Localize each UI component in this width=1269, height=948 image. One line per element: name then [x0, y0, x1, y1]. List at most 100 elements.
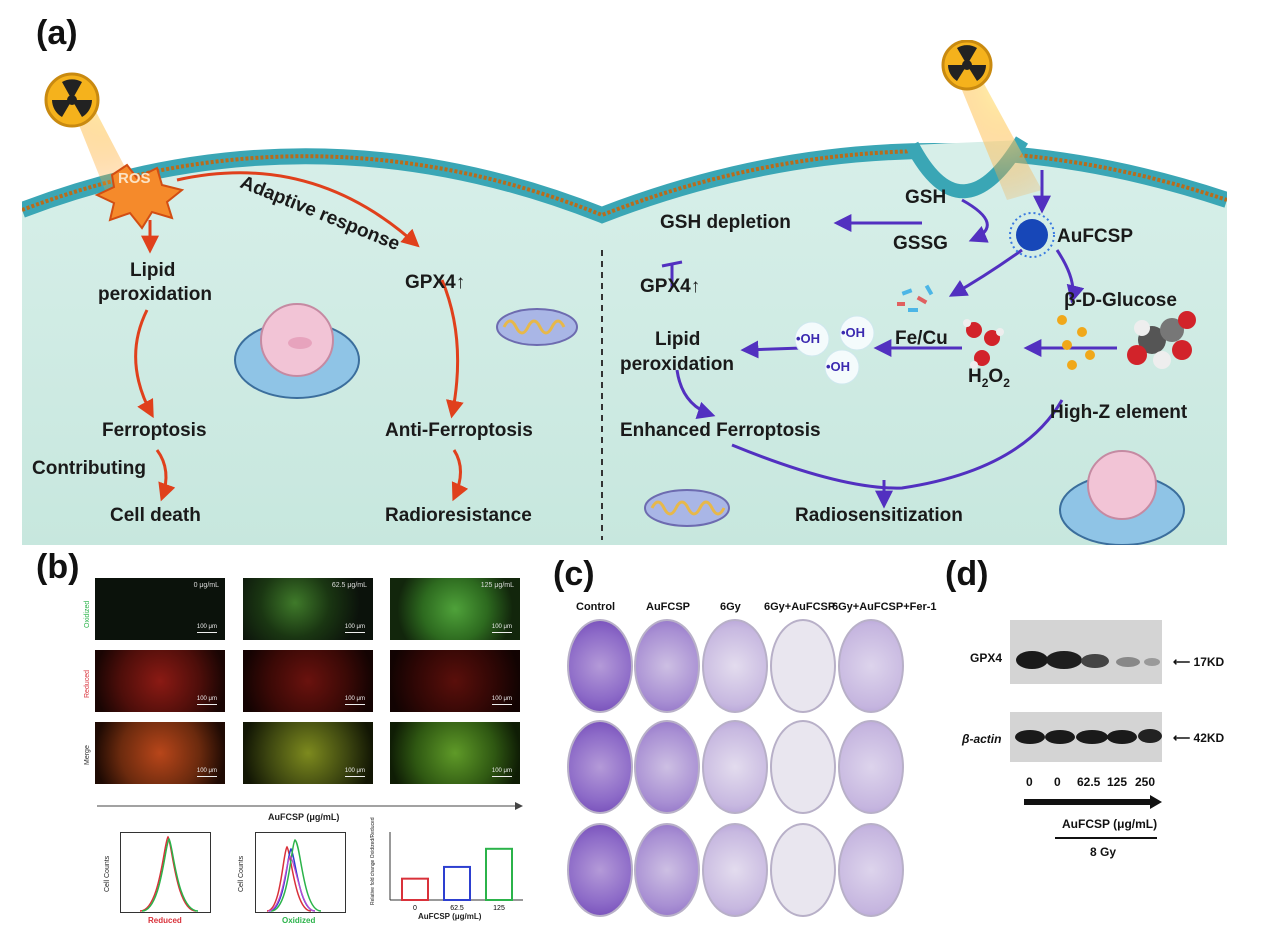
flow1-xlabel: Reduced	[148, 916, 182, 925]
gssg-label: GSSG	[893, 233, 948, 254]
oh-label-3: •OH	[826, 359, 851, 374]
bar-label-62.5: 62.5	[450, 905, 464, 912]
glucose-molecule	[1127, 311, 1196, 369]
gsh-depletion-label: GSH depletion	[660, 212, 791, 233]
cytoplasm	[22, 151, 1227, 545]
col-aufcsp: AuFCSP	[646, 601, 690, 613]
lipid-label-left: Lipid	[130, 260, 176, 281]
micrograph-red-1: 100 μm	[243, 650, 373, 712]
bar-0	[401, 877, 429, 902]
flow-histogram-reduced	[120, 832, 211, 913]
anti-ferroptosis-label: Anti-Ferroptosis	[385, 420, 533, 441]
ratio-bar-chart: 0 62.5 125	[389, 832, 523, 912]
radiation-beam-right	[962, 80, 1042, 200]
dish-r2-c3	[702, 720, 768, 814]
dish-r1-c5	[838, 619, 904, 713]
dish-r1-c4	[770, 619, 836, 713]
peroxidation-label-right: peroxidation	[620, 354, 735, 375]
panel-c-label: (c)	[553, 555, 595, 593]
lane-250: 250	[1135, 775, 1156, 789]
oh-label-2: •OH	[841, 325, 866, 340]
gold-dots	[1057, 315, 1095, 370]
fecu-particles	[897, 284, 934, 312]
lane-62-5: 62.5	[1077, 775, 1101, 789]
nucleus-right	[1087, 450, 1157, 520]
flow2-xlabel: Oxidized	[282, 916, 316, 925]
bar-label-0: 0	[413, 905, 417, 912]
actin-row-label: β-actin	[962, 732, 1002, 746]
mitochondria-left	[496, 308, 578, 346]
dish-r3-c1	[567, 823, 633, 917]
glucose-label: β-D-Glucose	[1064, 290, 1177, 311]
micrograph-merge-1: 100 μm	[243, 722, 373, 784]
flow1-ylabel: Cell Counts	[104, 855, 111, 892]
panel-b-label: (b)	[36, 548, 80, 586]
lane-125: 125	[1107, 775, 1128, 789]
enhanced-ferroptosis-label: Enhanced Ferroptosis	[620, 420, 821, 441]
wb-xlabel: AuFCSP (μg/mL)	[1062, 817, 1158, 831]
fecu-label: Fe/Cu	[895, 328, 948, 349]
gpx4-row-label: GPX4	[970, 651, 1003, 665]
dish-r3-c4	[770, 823, 836, 917]
oh-bubble-3	[824, 349, 860, 385]
contributing-label: Contributing	[32, 458, 146, 479]
cell-death-label: Cell death	[110, 505, 201, 526]
dish-r3-c3	[702, 823, 768, 917]
dish-r2-c5	[838, 720, 904, 814]
dish-r3-c5	[838, 823, 904, 917]
bar-ylabel: Relative fold change Oxidized/Reduced	[370, 817, 376, 905]
micrograph-merge-2: 100 μm	[390, 722, 520, 784]
dish-r1-c3	[702, 619, 768, 713]
cell-membrane-inner	[22, 149, 1227, 218]
bar-xlabel: AuFCSP (μg/mL)	[418, 912, 482, 921]
h2o2-label: H2O2	[968, 366, 1010, 390]
wb-dose-line	[1055, 837, 1157, 839]
panel-a-label: (a)	[36, 14, 78, 52]
oh-bubble-2	[839, 315, 875, 351]
row-label-oxidized: Oxidized	[84, 600, 91, 628]
col-control: Control	[576, 601, 616, 613]
flow-histogram-oxidized	[255, 832, 346, 913]
col-6gy-aufcsp-fer1: 6Gy+AuFCSP+Fer-1	[832, 601, 937, 613]
row-label-merge: Merge	[84, 745, 91, 765]
bar-62.5	[443, 865, 471, 901]
dish-r2-c2	[634, 720, 700, 814]
concentration-axis-label: AuFCSP (μg/mL)	[268, 812, 340, 822]
gsh-label: GSH	[905, 187, 947, 208]
micrograph-merge-0: 100 μm	[95, 722, 225, 784]
lipid-label-right: Lipid	[655, 329, 701, 350]
dish-r3-c2	[634, 823, 700, 917]
micrograph-red-2: 100 μm	[390, 650, 520, 712]
dish-r2-c1	[567, 720, 633, 814]
dish-r1-c1	[567, 619, 633, 713]
col-6gy: 6Gy	[720, 601, 741, 613]
micrograph-red-0: 100 μm	[95, 650, 225, 712]
radiosensitization-label: Radiosensitization	[795, 505, 963, 526]
ros-burst	[94, 163, 185, 230]
bar-125	[485, 847, 513, 901]
lane-0a: 0	[1026, 775, 1033, 789]
actin-blot	[1010, 712, 1162, 762]
oh-bubble-1	[794, 321, 830, 357]
row-label-reduced: Reduced	[84, 669, 91, 698]
ferroptosis-label: Ferroptosis	[102, 420, 207, 441]
bar-label-125: 125	[493, 905, 505, 912]
wb-arrow	[1024, 795, 1162, 809]
peroxidation-label-left: peroxidation	[98, 284, 213, 305]
gpx4-label-right: GPX4↑	[640, 276, 701, 297]
lane-0b: 0	[1054, 775, 1061, 789]
ros-label: ROS	[118, 170, 151, 187]
dish-r1-c2	[634, 619, 700, 713]
aufcsp-particle	[1016, 219, 1048, 251]
wb-dose: 8 Gy	[1090, 845, 1117, 859]
gpx4-label-left: GPX4↑	[405, 272, 466, 293]
col-6gy-aufcsp: 6Gy+AuFCSP	[764, 601, 836, 613]
oh-label-1: •OH	[796, 331, 821, 346]
highz-label: High-Z element	[1050, 402, 1188, 423]
marker-17kd: ⟵ 17KD	[1173, 655, 1225, 669]
marker-42kd: ⟵ 42KD	[1173, 731, 1225, 745]
gpx4-blot	[1010, 620, 1162, 684]
